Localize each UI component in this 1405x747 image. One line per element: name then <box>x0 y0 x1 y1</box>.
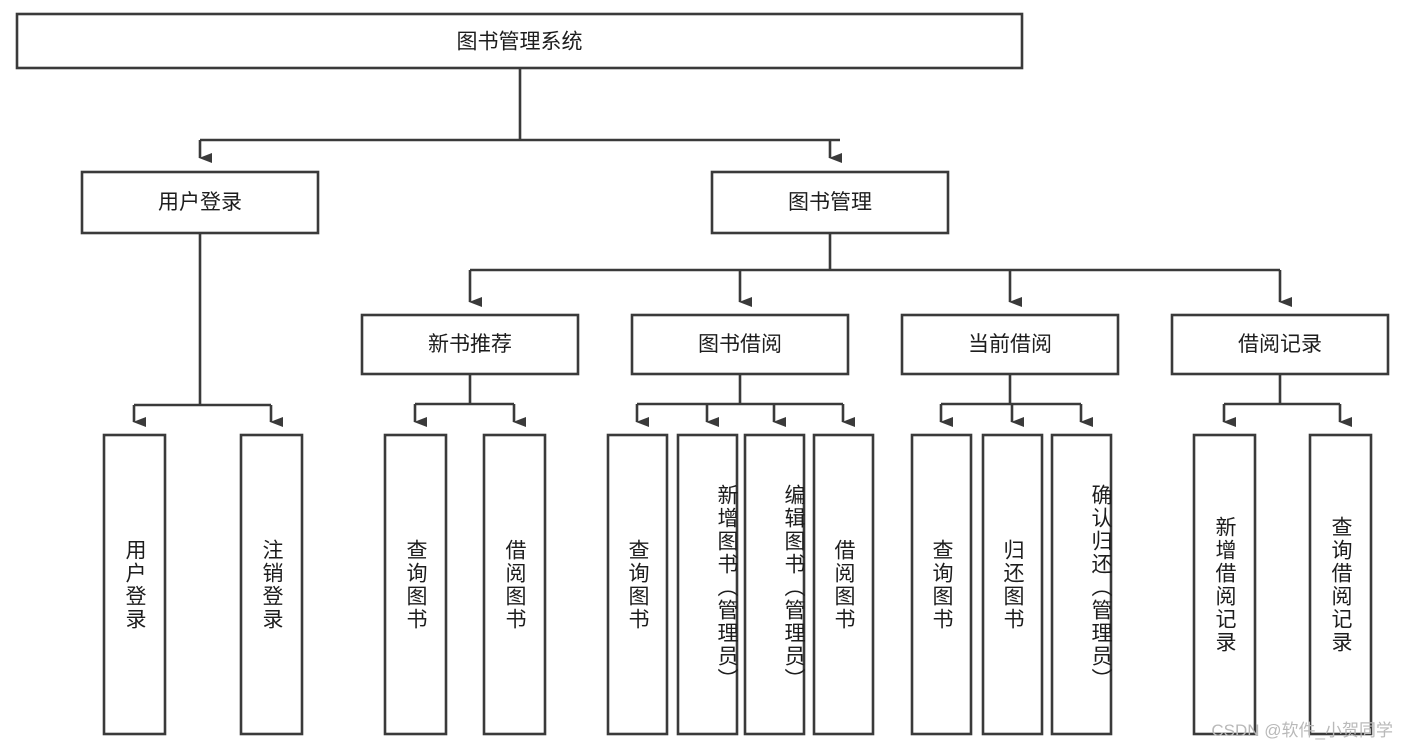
node-leaf-logout[interactable] <box>239 433 304 736</box>
node-new-book-recommend-label: 新书推荐 <box>428 333 512 356</box>
node-leaf-add-book[interactable] <box>676 433 739 736</box>
node-borrow-record[interactable]: 借阅记录 <box>1170 313 1390 376</box>
edge-book-borrow-bus <box>637 374 843 406</box>
edge-layer <box>132 68 1352 427</box>
node-current-borrow[interactable]: 当前借阅 <box>900 313 1120 376</box>
edge-current-borrow-bus <box>941 374 1081 406</box>
node-borrow-record-label: 借阅记录 <box>1238 333 1322 356</box>
node-leaf-query-book-cb[interactable] <box>910 433 973 736</box>
edge-book-management-bus <box>470 233 1280 272</box>
node-leaf-add-record[interactable] <box>1192 433 1257 736</box>
node-leaf-query-book-nbr[interactable] <box>383 433 448 736</box>
node-book-management-label: 图书管理 <box>788 191 872 214</box>
node-leaf-return-book[interactable] <box>981 433 1044 736</box>
node-user-login-label: 用户登录 <box>158 191 242 214</box>
node-root-system[interactable]: 图书管理系统 <box>15 12 1024 70</box>
node-book-borrow[interactable]: 图书借阅 <box>630 313 850 376</box>
node-new-book-recommend[interactable]: 新书推荐 <box>360 313 580 376</box>
node-leaf-query-book-bb[interactable] <box>606 433 669 736</box>
edge-borrow-record-bus <box>1224 374 1340 406</box>
node-leaf-user-login[interactable] <box>102 433 167 736</box>
node-leaf-edit-book[interactable] <box>743 433 806 736</box>
edge-root-to-level2-bus <box>200 68 840 142</box>
edge-new-book-rec-bus <box>415 374 514 406</box>
node-leaf-query-record[interactable] <box>1308 433 1373 736</box>
node-leaf-confirm-return[interactable] <box>1050 433 1113 736</box>
node-current-borrow-label: 当前借阅 <box>968 333 1052 356</box>
csdn-watermark: CSDN @软件_小贺同学 <box>1211 721 1393 740</box>
node-user-login[interactable]: 用户登录 <box>80 170 320 235</box>
node-book-borrow-label: 图书借阅 <box>698 333 782 356</box>
node-leaf-borrow-book-bb[interactable] <box>812 433 875 736</box>
node-layer: 图书管理系统 用户登录 图书管理 新书推荐 图书借阅 当前 <box>15 12 1390 736</box>
node-book-management[interactable]: 图书管理 <box>710 170 950 235</box>
edge-user-login-bus <box>134 233 271 407</box>
node-leaf-borrow-book-nbr[interactable] <box>482 433 547 736</box>
node-root-system-label: 图书管理系统 <box>457 31 583 54</box>
